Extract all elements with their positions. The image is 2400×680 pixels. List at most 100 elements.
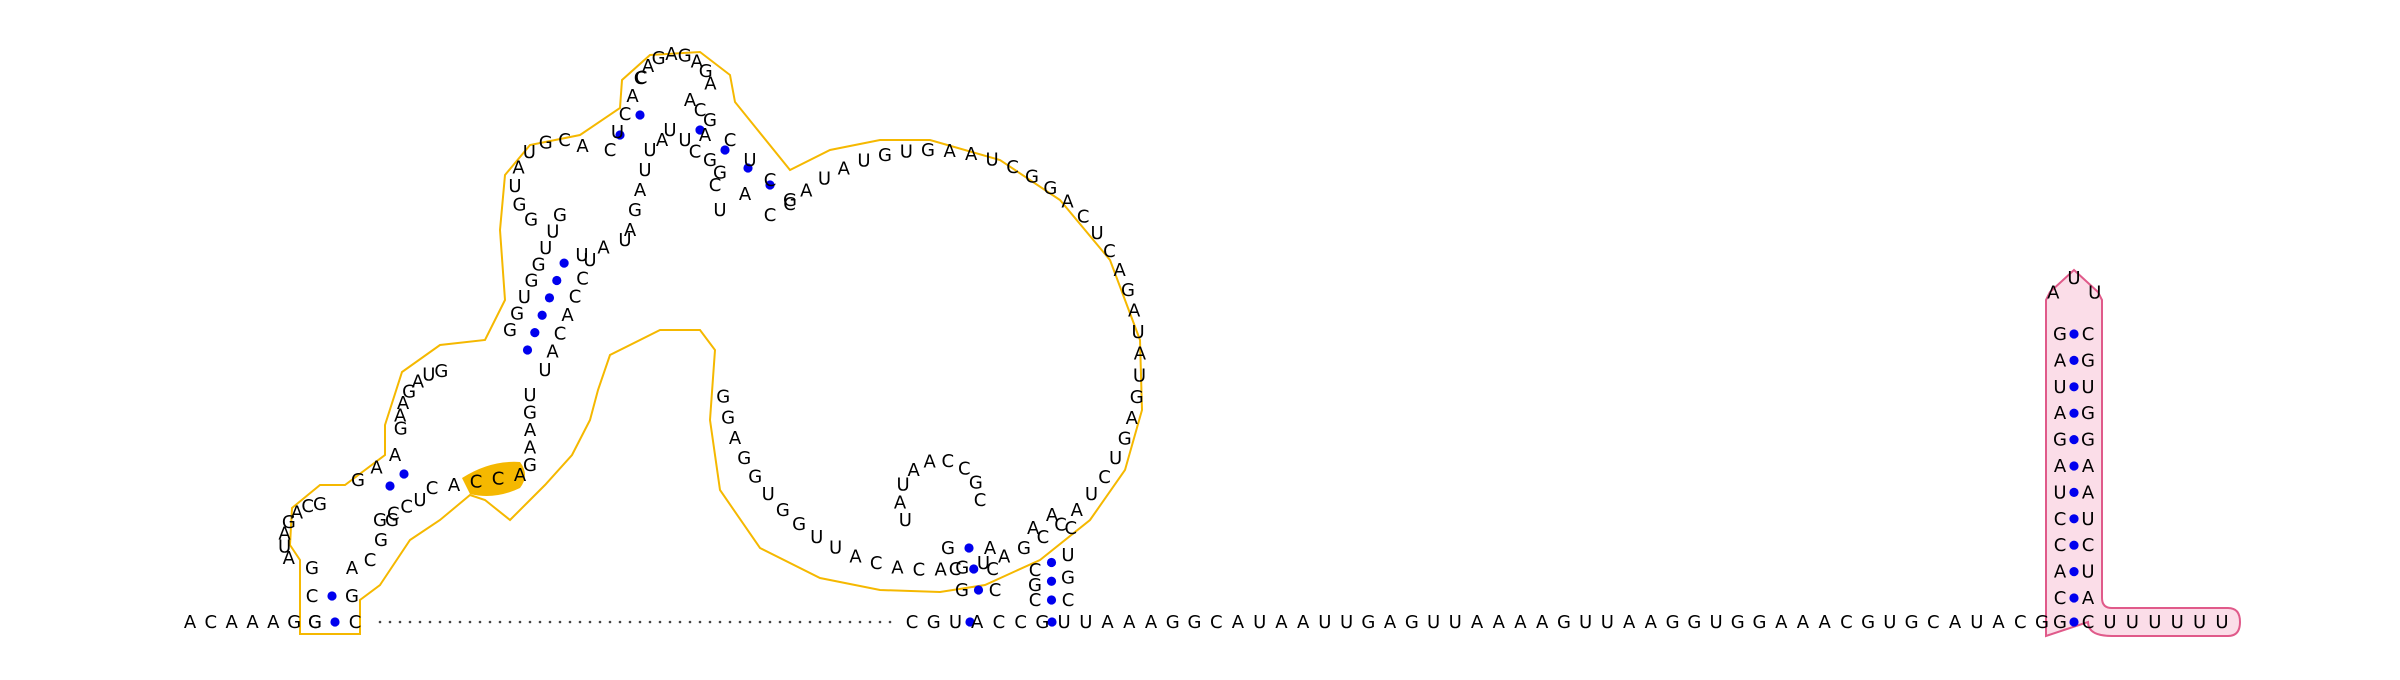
nucleotide: G — [385, 510, 399, 531]
loop-nucleotide: G — [313, 494, 327, 515]
nucleotide: C — [364, 550, 377, 571]
terminator-nucleotide: G — [2081, 350, 2095, 371]
linker-nucleotide: U — [949, 612, 962, 633]
big-loop-nucleotide: A — [934, 560, 947, 581]
linker-nucleotide: A — [1645, 612, 1658, 633]
linker-dot — [518, 620, 522, 624]
stem-nucleotide: A — [984, 538, 997, 559]
big-loop-nucleotide: A — [838, 159, 851, 180]
loop-nucleotide: A — [923, 451, 936, 472]
loop-nucleotide: A — [291, 502, 304, 523]
linker-nucleotide: G — [1035, 612, 1049, 633]
loop-nucleotide: C — [942, 451, 955, 472]
base-pair-dot — [1047, 617, 1057, 627]
nucleotide: G — [351, 470, 365, 491]
big-loop-nucleotide: C — [1098, 467, 1111, 488]
stem-nucleotide: C — [634, 68, 647, 89]
terminator-nucleotide: C — [2054, 509, 2067, 530]
leader-nucleotide: A — [184, 612, 197, 633]
main-domain-outline — [288, 50, 1144, 635]
linker-nucleotide: A — [1101, 612, 1114, 633]
loop-nucleotide: A — [412, 372, 425, 393]
terminator-hairpin-outline — [2045, 268, 2242, 638]
base-pair-dot — [964, 543, 974, 553]
linker-nucleotide: A — [971, 612, 984, 633]
big-loop-nucleotide: A — [1071, 500, 1084, 521]
linker-nucleotide: C — [1210, 612, 1223, 633]
linker-dot — [588, 620, 592, 624]
base-pair-dot — [695, 125, 705, 135]
nucleotide: U — [523, 385, 536, 406]
linker-nucleotide: G — [1188, 612, 1202, 633]
linker-nucleotide: A — [1471, 612, 1484, 633]
big-loop-nucleotide: U — [1132, 322, 1145, 343]
linker-dot — [498, 620, 502, 624]
stem-nucleotide: C — [764, 205, 777, 226]
linker-nucleotide: A — [1123, 612, 1136, 633]
linker-nucleotide: U — [1079, 612, 1092, 633]
linker-dot — [568, 620, 572, 624]
linker-dot — [738, 620, 742, 624]
base-pair-dot — [1046, 595, 1057, 605]
nucleotide: G — [345, 586, 359, 607]
base-pair-dot — [2069, 514, 2079, 524]
loop-nucleotide: A — [642, 56, 655, 77]
loop-nucleotide: A — [394, 406, 407, 427]
base-pair-dot — [973, 585, 984, 595]
stem-nucleotide: U — [539, 238, 552, 259]
linker-dot — [798, 620, 802, 624]
big-loop-nucleotide: U — [810, 527, 823, 548]
nucleotide: G — [523, 403, 537, 424]
base-pair-dot — [1046, 557, 1057, 568]
linker-nucleotide: A — [1536, 612, 1549, 633]
big-loop-nucleotide: A — [1114, 260, 1127, 281]
linker-nucleotide: A — [1775, 612, 1788, 633]
stem-nucleotide: G — [1028, 575, 1042, 596]
terminator-nucleotide: U — [2053, 377, 2066, 398]
linker-nucleotide: C — [906, 612, 919, 633]
poly-u-nucleotide: U — [2126, 612, 2139, 633]
linker-dot — [828, 620, 832, 624]
base-pair-dot — [330, 617, 340, 627]
big-loop-nucleotide: U — [986, 149, 999, 170]
stem-nucleotide: C — [604, 140, 617, 161]
base-pair-dot — [530, 328, 540, 338]
linker-dot — [548, 620, 552, 624]
linker-nucleotide: C — [993, 612, 1006, 633]
terminator-nucleotide: C — [2082, 612, 2095, 633]
big-loop-nucleotide: G — [716, 386, 730, 407]
base-pair-dot — [2069, 355, 2079, 365]
terminator-loop-nucleotide: A — [2047, 282, 2060, 303]
linker-nucleotide: G — [1666, 612, 1680, 633]
linker-dot — [658, 620, 662, 624]
linker-dot — [788, 620, 792, 624]
poly-u-nucleotide: U — [2148, 612, 2161, 633]
base-pair-dot — [544, 293, 555, 303]
poly-u-nucleotide: U — [2171, 612, 2184, 633]
big-loop-nucleotide: G — [1118, 429, 1132, 450]
loop-nucleotide: A — [397, 393, 410, 414]
linker-nucleotide: A — [1297, 612, 1310, 633]
terminator-nucleotide: A — [2082, 482, 2095, 503]
stem-nucleotide: G — [553, 205, 567, 226]
linker-nucleotide: G — [1557, 612, 1571, 633]
loop-nucleotide: A — [512, 158, 525, 179]
linker-dot — [678, 620, 682, 624]
linker-dot — [478, 620, 482, 624]
domain-outlines — [288, 50, 2242, 638]
linker-dot — [418, 620, 422, 624]
linker-dot — [388, 620, 392, 624]
linker-nucleotide: U — [1318, 612, 1331, 633]
linker-dot — [438, 620, 442, 624]
linker-dot — [468, 620, 472, 624]
big-loop-nucleotide: A — [1134, 344, 1147, 365]
base-pair-dot — [2069, 461, 2079, 471]
base-pair-dot — [2069, 435, 2079, 445]
stem-nucleotide: U — [611, 122, 624, 143]
stem-nucleotide: U — [538, 360, 551, 381]
nucleotide: A — [389, 445, 402, 466]
linker-dot — [698, 620, 702, 624]
stem-nucleotide: C — [554, 323, 567, 344]
linker-dot — [748, 620, 752, 624]
